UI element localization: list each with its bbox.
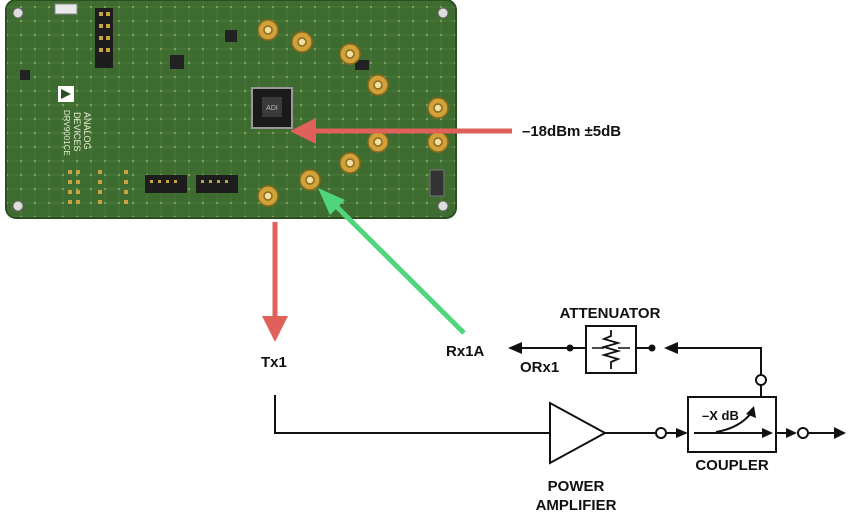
rx1a-label: Rx1A (446, 343, 485, 360)
attenuator-symbol (567, 326, 656, 373)
tx1-label: Tx1 (261, 354, 287, 371)
power-amplifier-label-1: POWER (548, 478, 605, 495)
tx-path-wire (275, 395, 655, 433)
brand-line2: DEVICES (72, 112, 82, 152)
feedback-path-wire (664, 342, 761, 375)
transceiver-chip: ADI (252, 88, 292, 128)
rx-power-label: –18dBm ±5dB (522, 123, 621, 140)
part-number: DRV9001CE (62, 110, 71, 156)
evaluation-board: ANALOG DEVICES DRV9001CE ADI (6, 0, 456, 218)
attenuator-label: ATTENUATOR (560, 305, 661, 322)
brand-line1: ANALOG (82, 112, 92, 150)
power-amplifier-label-2: AMPLIFIER (536, 497, 617, 514)
coupler-value-label: –X dB (702, 408, 739, 423)
power-amplifier-symbol (550, 403, 605, 463)
orx1-arrow (508, 342, 570, 354)
coupler-symbol (656, 375, 846, 452)
orx1-label: ORx1 (520, 359, 559, 376)
chip-label: ADI (266, 105, 278, 112)
tx1-arrow (262, 222, 288, 342)
coupler-label: COUPLER (695, 457, 769, 474)
